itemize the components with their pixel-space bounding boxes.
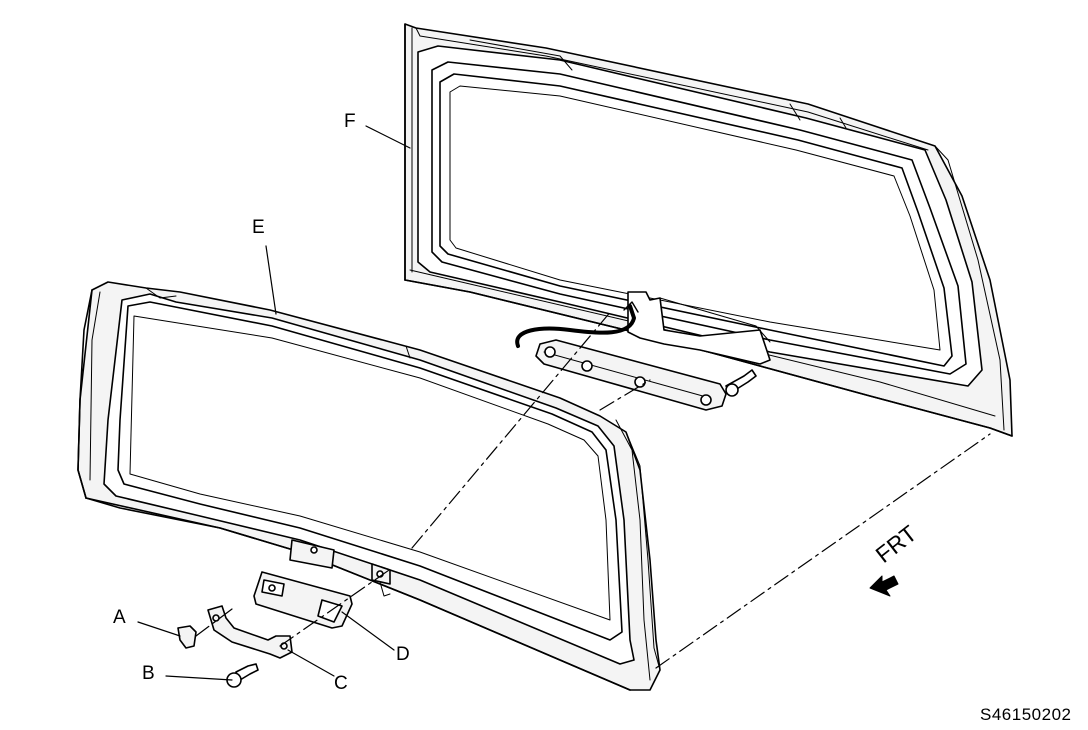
leader-lines	[137, 125, 411, 681]
upper-trim-panel	[404, 23, 1013, 437]
alignment-lines	[195, 309, 991, 669]
handle-bezel	[253, 571, 353, 629]
callout-f-label: F	[344, 111, 356, 132]
arrow-left-icon	[869, 575, 899, 597]
callout-c-label: C	[334, 673, 348, 694]
pull-handle	[207, 605, 293, 659]
wire-harness	[515, 301, 639, 348]
callout-d-label: D	[396, 644, 410, 665]
screw-cap	[177, 625, 197, 649]
lower-trim-panel	[77, 281, 661, 691]
callout-a-label: A	[113, 607, 126, 628]
figure-code: S46150202	[980, 705, 1072, 724]
handle-screw	[226, 663, 259, 688]
callout-e-label: E	[252, 217, 265, 238]
bracket-screw	[725, 369, 757, 397]
callout-b-label: B	[142, 663, 155, 684]
